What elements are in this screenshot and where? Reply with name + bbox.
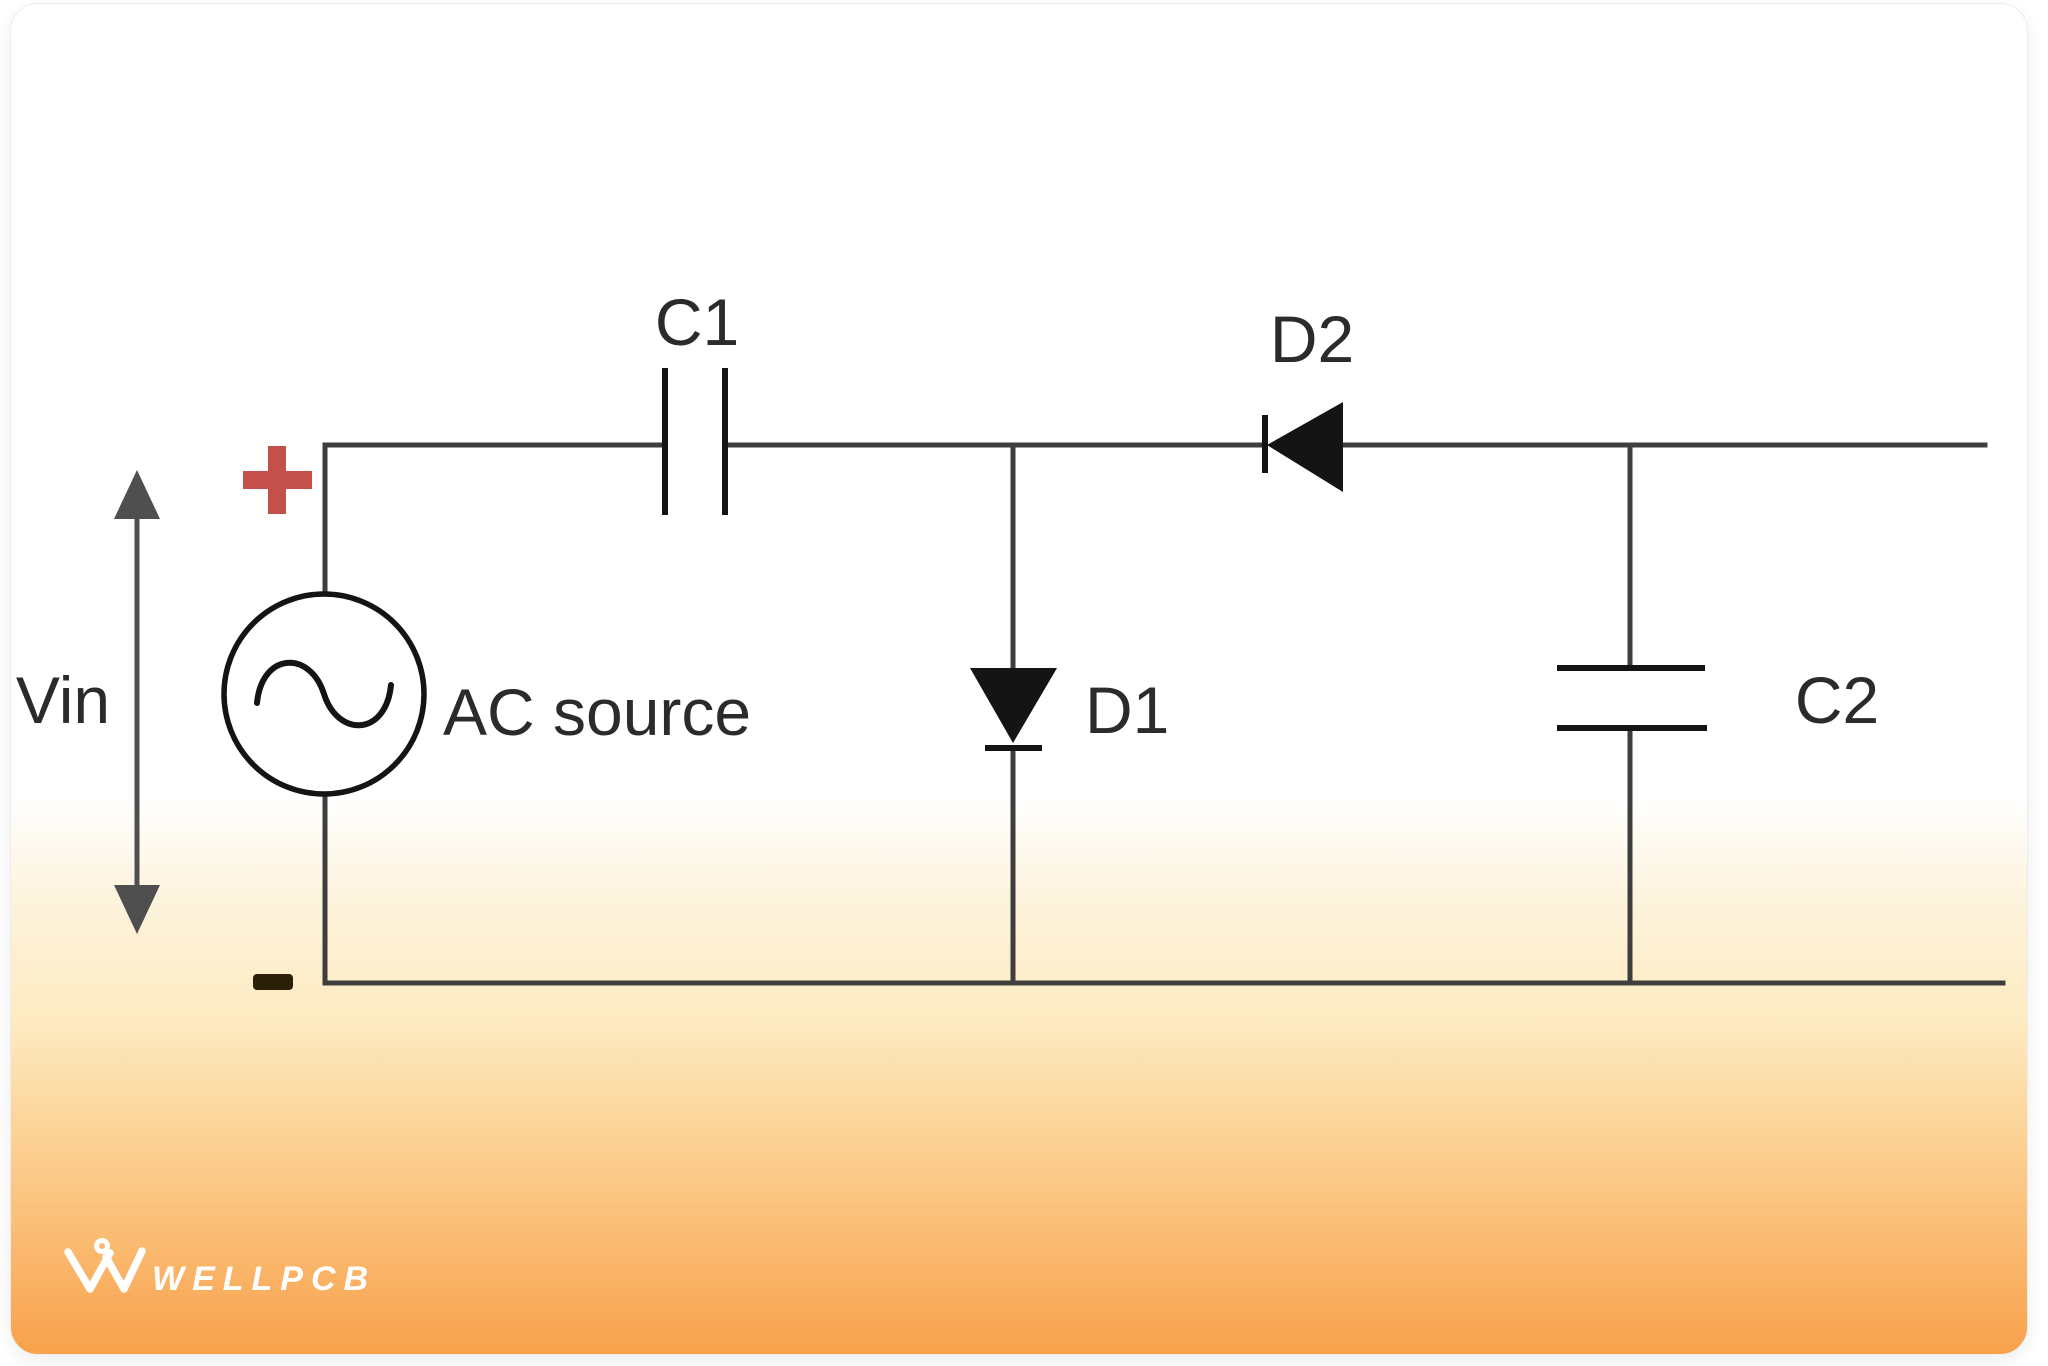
sine-wave-icon: [254, 659, 394, 729]
c1-capacitor: [662, 368, 728, 515]
plus-vertical-bar: [268, 446, 286, 514]
circuit-wires: [322, 442, 2006, 986]
ac-source-label: AC source: [443, 675, 751, 749]
ac-source-circle: [221, 591, 427, 797]
d1-diode: [970, 668, 1057, 751]
vin-label: Vin: [16, 663, 110, 737]
wellpcb-w-icon: [64, 1238, 146, 1293]
vin-arrow: [114, 470, 160, 934]
vin-arrowhead-up-icon: [114, 470, 160, 519]
c2-label: C2: [1795, 663, 1879, 737]
d1-triangle: [970, 668, 1057, 743]
d1-label: D1: [1085, 673, 1169, 747]
wellpcb-logo-text: WELLPCB: [152, 1260, 376, 1298]
minus-sign: [253, 974, 293, 990]
vin-arrowhead-down-icon: [114, 885, 160, 934]
d2-label: D2: [1270, 302, 1354, 376]
ac-source-symbol: [221, 591, 427, 797]
d2-diode: [1262, 402, 1343, 492]
d2-triangle: [1267, 402, 1343, 492]
plus-sign: [243, 446, 312, 514]
c2-capacitor: [1557, 665, 1707, 731]
c1-label: C1: [655, 285, 739, 359]
wellpcb-logo: WELLPCB: [64, 1238, 376, 1298]
